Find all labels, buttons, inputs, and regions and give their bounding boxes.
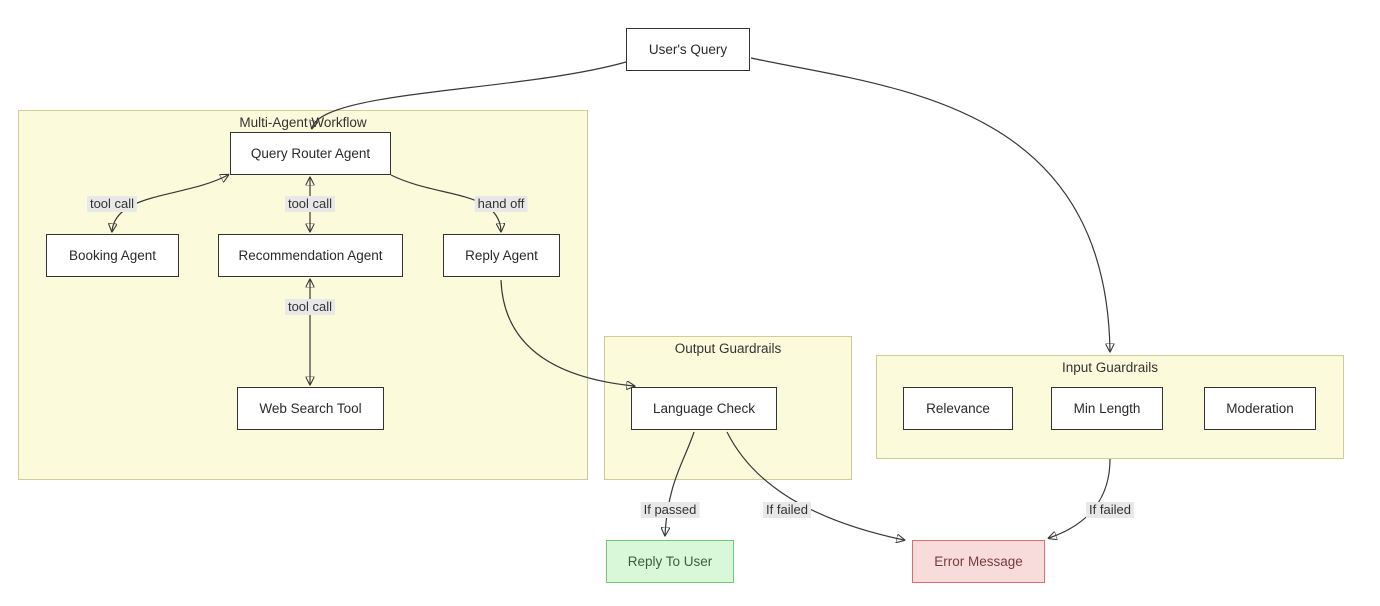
node-reply-agent: Reply Agent — [443, 234, 560, 277]
node-min-length: Min Length — [1051, 387, 1163, 430]
node-recommendation-agent: Recommendation Agent — [218, 234, 403, 277]
edge-users-query-to-input-guardrails — [750, 57, 1110, 351]
node-relevance: Relevance — [903, 387, 1013, 430]
node-query-router-agent-label: Query Router Agent — [250, 146, 371, 161]
node-reply-to-user-label: Reply To User — [627, 554, 713, 569]
edge-label-if-passed: If passed — [640, 502, 700, 518]
edge-label-tool-call-recommendation: tool call — [284, 196, 336, 212]
node-relevance-label: Relevance — [926, 401, 990, 416]
edge-label-if-failed-input: If failed — [1086, 502, 1134, 518]
node-query-router-agent: Query Router Agent — [230, 132, 391, 175]
node-recommendation-agent-label: Recommendation Agent — [238, 248, 383, 263]
cluster-title-input-guardrails: Input Guardrails — [1061, 360, 1159, 375]
node-users-query: User's Query — [626, 28, 750, 71]
node-min-length-label: Min Length — [1073, 401, 1141, 416]
node-web-search-tool: Web Search Tool — [237, 387, 384, 430]
edge-label-tool-call-booking: tool call — [86, 196, 138, 212]
edge-label-hand-off: hand off — [474, 196, 528, 212]
cluster-title-output-guardrails: Output Guardrails — [674, 341, 782, 356]
node-booking-agent-label: Booking Agent — [68, 248, 157, 263]
node-users-query-label: User's Query — [648, 42, 728, 57]
node-error-message-label: Error Message — [934, 554, 1023, 569]
node-language-check: Language Check — [631, 387, 777, 430]
node-reply-agent-label: Reply Agent — [465, 248, 538, 263]
node-reply-to-user: Reply To User — [606, 540, 734, 583]
cluster-title-multi-agent-workflow: Multi-Agent Workflow — [239, 115, 367, 130]
node-booking-agent: Booking Agent — [46, 234, 179, 277]
edge-label-tool-call-web-search: tool call — [284, 299, 336, 315]
node-moderation: Moderation — [1204, 387, 1316, 430]
edge-label-if-failed-output: If failed — [763, 502, 811, 518]
edge-input-guardrails-to-error-message — [1049, 458, 1111, 538]
node-moderation-label: Moderation — [1226, 401, 1294, 416]
node-error-message: Error Message — [912, 540, 1045, 583]
node-language-check-label: Language Check — [652, 401, 756, 416]
node-web-search-tool-label: Web Search Tool — [259, 401, 362, 416]
